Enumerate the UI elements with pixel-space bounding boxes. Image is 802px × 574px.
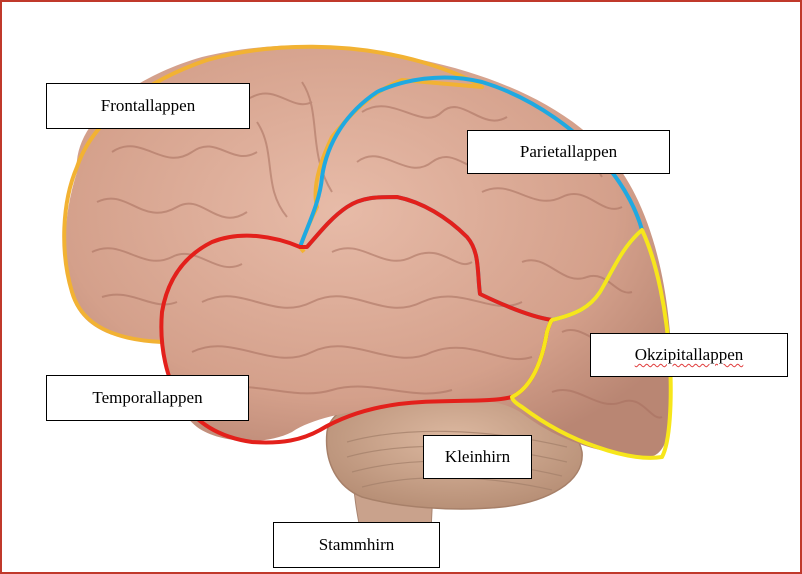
label-kleinhirn: Kleinhirn [423, 435, 532, 479]
label-okzipitallappen: Okzipitallappen [590, 333, 788, 377]
label-temporallappen: Temporallappen [46, 375, 249, 421]
label-stammhirn: Stammhirn [273, 522, 440, 568]
label-okzipitallappen-text: Okzipitallappen [635, 345, 744, 365]
label-frontallappen: Frontallappen [46, 83, 250, 129]
label-parietallappen: Parietallappen [467, 130, 670, 174]
